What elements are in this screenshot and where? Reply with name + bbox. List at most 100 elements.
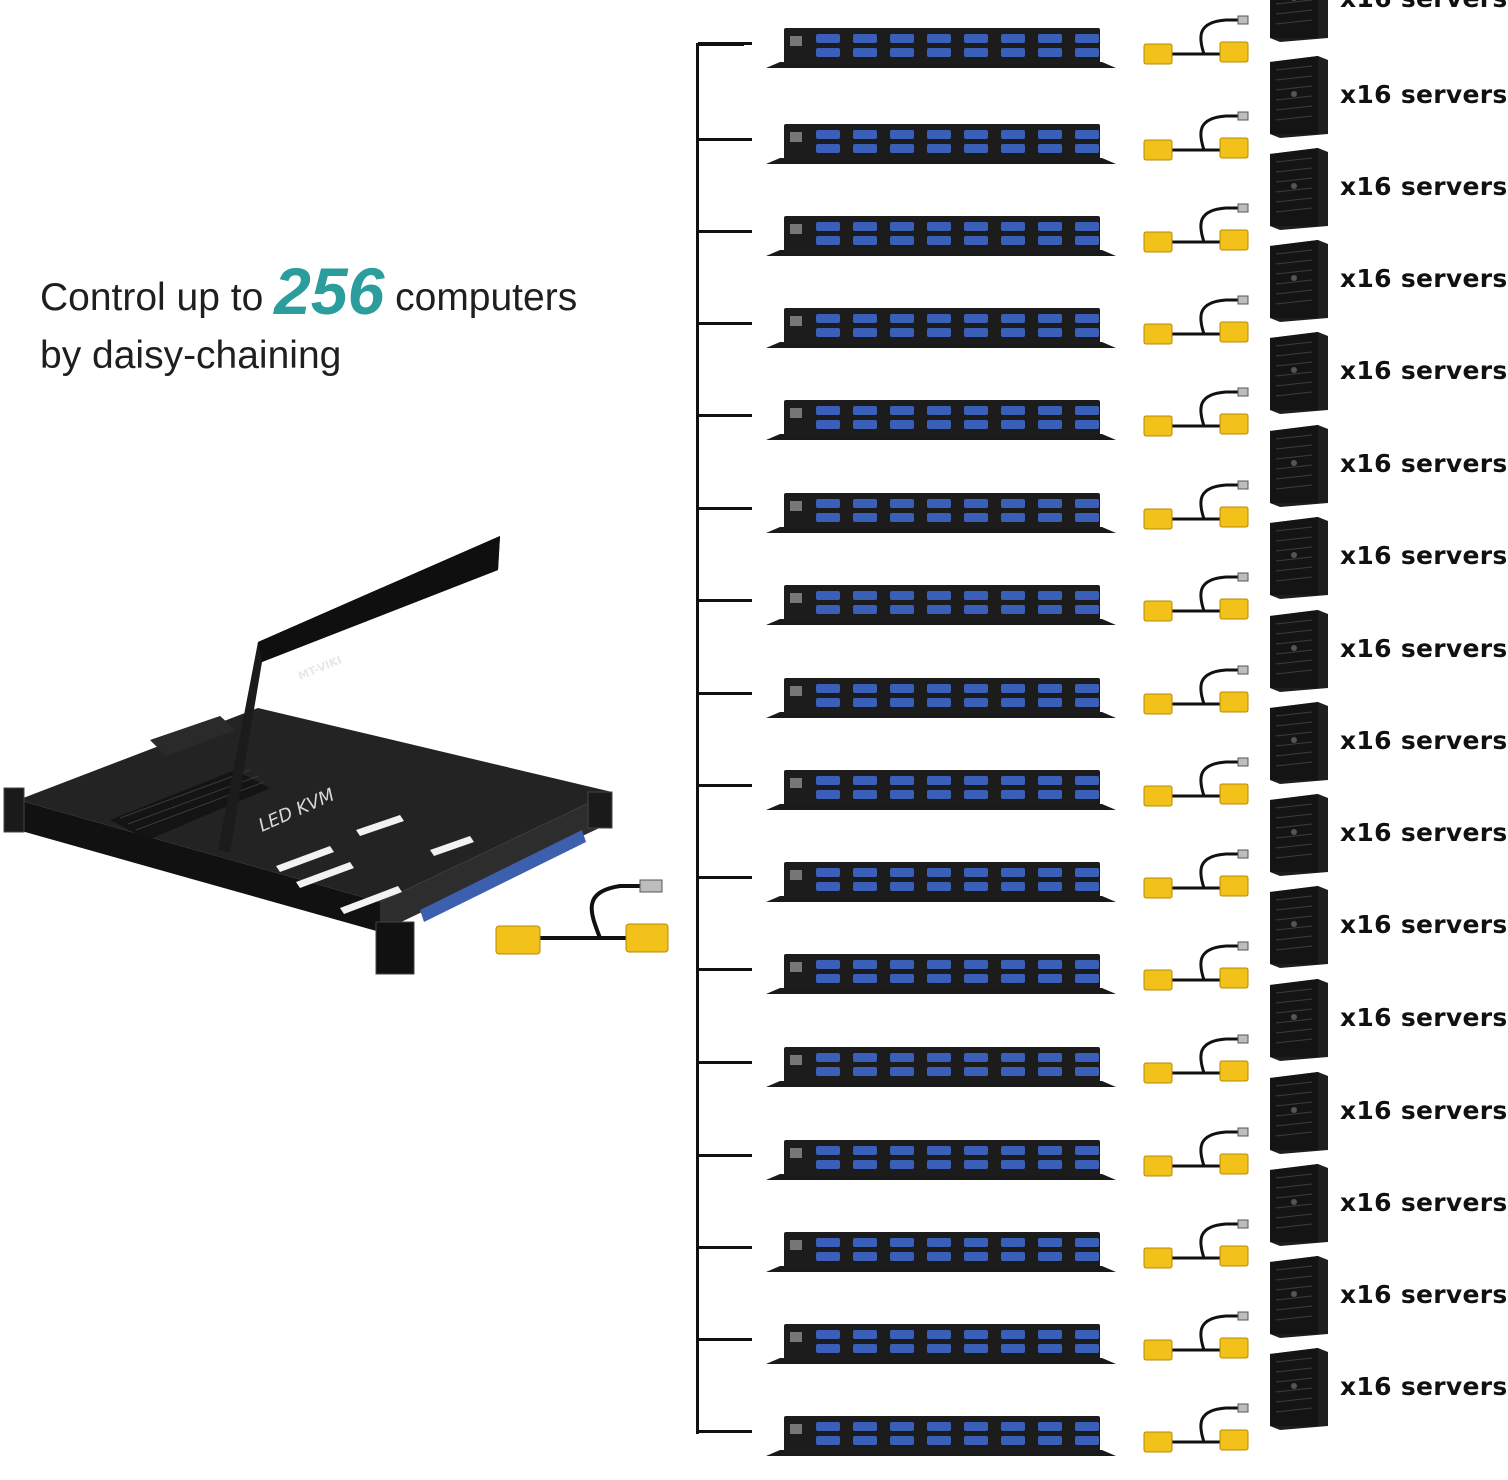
chain-row: x16 servers <box>0 148 1507 280</box>
kvm-switch-image <box>766 770 1116 810</box>
chain-row: x16 servers <box>0 979 1507 1111</box>
chain-row: x16 servers <box>0 517 1507 649</box>
kvm-switch-image <box>766 308 1116 348</box>
daisy-chain-trunk-line <box>696 43 699 1434</box>
server-count-label: x16 servers <box>1340 818 1508 847</box>
kvm-cable-image <box>1143 665 1249 715</box>
kvm-switch-image <box>766 678 1116 718</box>
console-kvm-cable-image <box>495 879 669 955</box>
server-count-label: x16 servers <box>1340 0 1508 13</box>
chain-row: x16 servers <box>0 56 1507 188</box>
server-tower-image <box>1270 517 1328 599</box>
server-count-label: x16 servers <box>1340 634 1508 663</box>
chain-branch-line <box>698 322 752 325</box>
kvm-switch-image <box>766 124 1116 164</box>
chain-row: x16 servers <box>0 1072 1507 1204</box>
server-tower-image <box>1270 0 1328 42</box>
headline-prefix: Control up to <box>40 276 264 319</box>
server-count-label: x16 servers <box>1340 449 1508 478</box>
chain-branch-line <box>698 876 752 879</box>
server-tower-image <box>1270 1072 1328 1154</box>
kvm-cable-image <box>1143 203 1249 253</box>
server-count-label: x16 servers <box>1340 1188 1508 1217</box>
chain-branch-line <box>698 1430 752 1433</box>
server-tower-image <box>1270 610 1328 692</box>
chain-row: x16 servers <box>0 886 1507 1018</box>
server-tower-image <box>1270 794 1328 876</box>
server-tower-image <box>1270 148 1328 230</box>
chain-branch-line <box>698 1061 752 1064</box>
server-count-label: x16 servers <box>1340 1372 1508 1401</box>
server-count-label: x16 servers <box>1340 1280 1508 1309</box>
chain-branch-line <box>698 1246 752 1249</box>
server-count-label: x16 servers <box>1340 264 1508 293</box>
chain-branch-line <box>698 784 752 787</box>
kvm-cable-image <box>1143 1219 1249 1269</box>
server-tower-image <box>1270 1256 1328 1338</box>
kvm-switch-image <box>766 28 1116 68</box>
headline-line-1: Control up to 256 computers <box>40 258 680 327</box>
headline: Control up to 256 computers by daisy-cha… <box>40 258 680 385</box>
server-tower-image <box>1270 56 1328 138</box>
server-tower-image <box>1270 1164 1328 1246</box>
chain-row: x16 servers <box>0 0 1507 92</box>
kvm-switch-image <box>766 1140 1116 1180</box>
chain-row: x16 servers <box>0 1348 1507 1480</box>
chain-row: x16 servers <box>0 425 1507 557</box>
kvm-cable-image <box>1143 1034 1249 1084</box>
kvm-switch-image <box>766 1047 1116 1087</box>
kvm-cable-image <box>1143 111 1249 161</box>
kvm-cable-image <box>1143 1127 1249 1177</box>
server-count-label: x16 servers <box>1340 726 1508 755</box>
kvm-cable-image <box>1143 387 1249 437</box>
chain-row: x16 servers <box>0 1256 1507 1388</box>
server-tower-image <box>1270 886 1328 968</box>
server-count-label: x16 servers <box>1340 1003 1508 1032</box>
server-tower-image <box>1270 332 1328 414</box>
kvm-switch-image <box>766 862 1116 902</box>
kvm-cable-image <box>1143 295 1249 345</box>
server-tower-image <box>1270 425 1328 507</box>
chain-branch-line <box>698 692 752 695</box>
server-tower-image <box>1270 240 1328 322</box>
server-count-label: x16 servers <box>1340 80 1508 109</box>
headline-suffix: computers <box>395 276 578 319</box>
kvm-switch-image <box>766 954 1116 994</box>
chain-branch-line <box>698 230 752 233</box>
chain-branch-line <box>698 507 752 510</box>
kvm-switch-image <box>766 1232 1116 1272</box>
kvm-cable-image <box>1143 941 1249 991</box>
kvm-cable-image <box>1143 849 1249 899</box>
server-count-label: x16 servers <box>1340 356 1508 385</box>
chain-branch-line <box>698 1154 752 1157</box>
chain-row: x16 servers <box>0 610 1507 742</box>
kvm-cable-image <box>1143 757 1249 807</box>
server-tower-image <box>1270 979 1328 1061</box>
chain-branch-line <box>698 599 752 602</box>
kvm-switch-image <box>766 493 1116 533</box>
chain-row: x16 servers <box>0 1164 1507 1296</box>
server-tower-image <box>1270 1348 1328 1430</box>
chain-branch-line <box>698 42 752 45</box>
chain-branch-line <box>698 138 752 141</box>
kvm-cable-image <box>1143 572 1249 622</box>
kvm-switch-image <box>766 1416 1116 1456</box>
kvm-cable-image <box>1143 15 1249 65</box>
chain-row: x16 servers <box>0 240 1507 372</box>
kvm-cable-image <box>1143 1311 1249 1361</box>
computer-count: 256 <box>274 254 385 328</box>
server-count-label: x16 servers <box>1340 910 1508 939</box>
chain-row: x16 servers <box>0 332 1507 464</box>
chain-row: x16 servers <box>0 794 1507 926</box>
server-count-label: x16 servers <box>1340 172 1508 201</box>
server-count-label: x16 servers <box>1340 1096 1508 1125</box>
kvm-switch-image <box>766 1324 1116 1364</box>
headline-line-2: by daisy-chaining <box>40 334 342 377</box>
kvm-switch-image <box>766 400 1116 440</box>
chain-row: x16 servers <box>0 702 1507 834</box>
kvm-cable-image <box>1143 1403 1249 1453</box>
kvm-switch-image <box>766 585 1116 625</box>
chain-branch-line <box>698 414 752 417</box>
kvm-switch-image <box>766 216 1116 256</box>
rack-kvm-console-image: MT-VIKI LED KVM <box>3 536 613 975</box>
